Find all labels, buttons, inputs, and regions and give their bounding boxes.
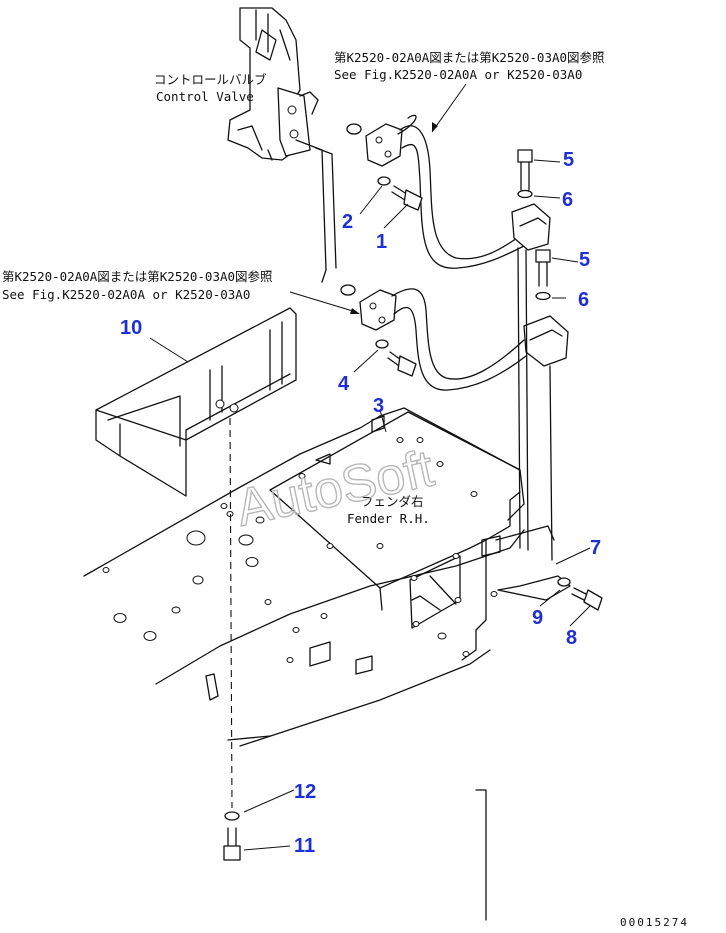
lower-ref-leader [289,291,357,313]
frame-drawing [83,407,571,921]
part-number-10: 10 [120,317,142,339]
part-number-2: 2 [342,211,353,233]
bracket-10-drawing [95,307,297,497]
control-valve-label-jp: コントロールバルブ [154,72,267,87]
upper-ref-arrow [432,122,438,132]
part-number-4: 4 [338,373,350,395]
part-number-11: 11 [294,835,315,857]
fender-label-jp: フェンダ右 [361,494,424,509]
clamp-rod-left [517,247,529,551]
frame-holes [102,437,498,663]
bolt-1 [391,185,423,211]
bolt-11-centerline [229,417,233,809]
lower-hose [359,288,569,391]
part-number-1: 1 [376,231,387,253]
part-number-5-lower: 5 [579,249,590,271]
washer-12 [224,811,240,821]
bolt-8 [571,587,603,611]
upper-ref-label-en: See Fig.K2520-02A0A or K2520-03A0 [334,67,582,82]
upper-ref-leader [431,83,467,133]
upper-ref-label-jp: 第K2520-02A0A図または第K2520-03A0図参照 [334,50,605,65]
lower-ref-label-jp: 第K2520-02A0A図または第K2520-03A0図参照 [2,269,273,284]
control-valve-label-en: Control Valve [156,89,254,104]
part-number-8: 8 [566,627,577,649]
bolt-5-upper [517,149,533,191]
washer-6-lower [535,291,551,301]
fender-label-en: Fender R.H. [347,511,430,526]
lower-ref-label-en: See Fig.K2520-02A0A or K2520-03A0 [2,287,250,302]
control-valve-drawing [227,7,362,296]
lower-ref-arrow [350,308,360,314]
part-number-6-lower: 6 [578,289,589,311]
clamp-rod-right [549,365,553,561]
upper-hose [365,114,551,269]
part-number-9: 9 [532,607,543,629]
washer-2 [377,176,391,186]
part-number-6-upper: 6 [562,189,573,211]
bolt-11 [223,827,241,861]
washer-9 [557,577,571,587]
part-number-5-upper: 5 [563,149,574,171]
bolt-5-lower [535,249,551,287]
bolt-3-4 [387,351,417,377]
part-number-3: 3 [373,395,384,417]
washer-4 [375,339,389,349]
part-number-7: 7 [590,537,601,559]
part-number-leaders [149,159,591,851]
washer-6-upper [517,189,533,199]
part-number-12: 12 [294,781,316,803]
drawing-code: 00015274 [620,916,689,929]
